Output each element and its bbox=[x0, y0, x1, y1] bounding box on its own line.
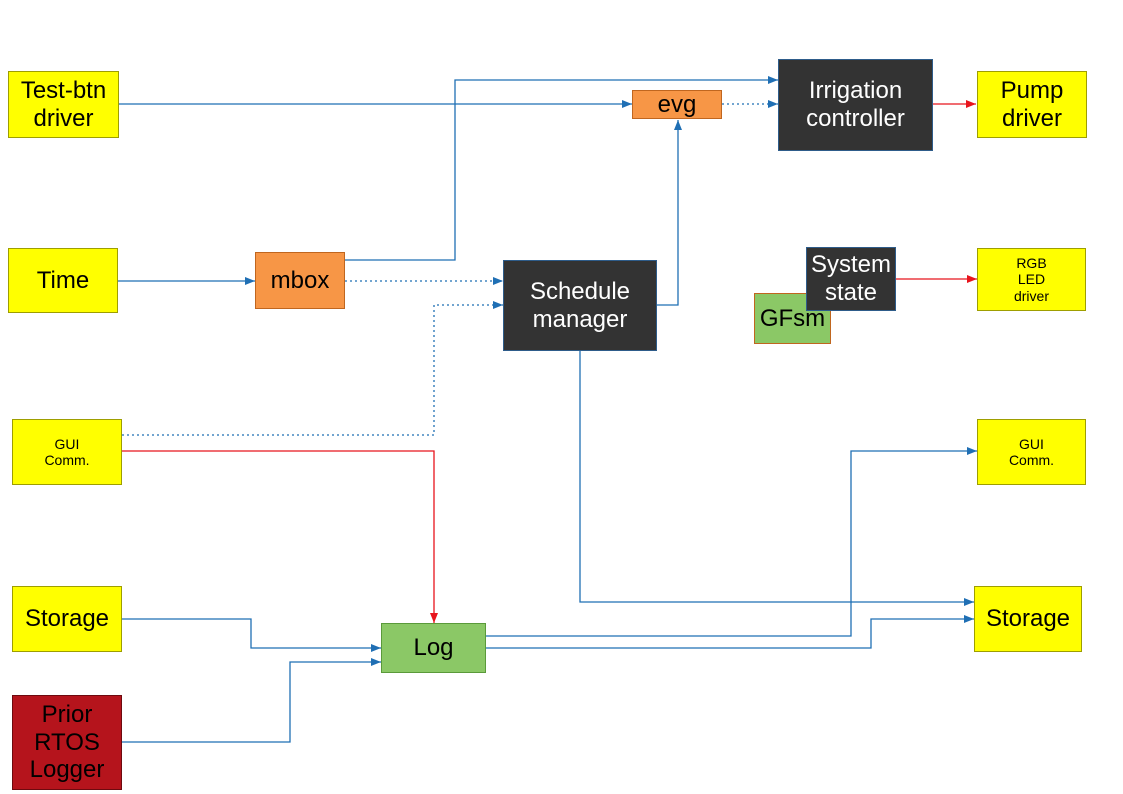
gui-comm-left-label: GUI Comm. bbox=[44, 435, 90, 468]
arrow-log-to-storage bbox=[486, 615, 974, 649]
gui-comm-right-label: GUI Comm. bbox=[1008, 435, 1055, 468]
test-btn-driver-label: Test-btn driver bbox=[20, 76, 107, 132]
prior-rtos-logger-block: Prior RTOS Logger bbox=[12, 695, 122, 790]
time-block: Time bbox=[8, 248, 118, 313]
log-label: Log bbox=[413, 634, 454, 662]
gui-comm-right-block: GUI Comm. bbox=[977, 419, 1086, 485]
rgb-led-driver-block: RGB LED driver bbox=[977, 248, 1086, 311]
gui-comm-left-block: GUI Comm. bbox=[12, 419, 122, 485]
arrow-rtos-to-log bbox=[122, 658, 381, 743]
arrow-schedule-to-storage bbox=[579, 351, 974, 606]
arrow-log-to-gui bbox=[486, 447, 977, 637]
irrigation-controller-label: Irrigation controller bbox=[806, 77, 905, 132]
prior-rtos-logger-label: Prior RTOS Logger bbox=[29, 701, 105, 784]
arrow-gui-to-log bbox=[122, 450, 438, 623]
system-state-block: System state bbox=[806, 247, 896, 311]
storage-left-block: Storage bbox=[12, 586, 122, 652]
rgb-led-driver-label: RGB LED driver bbox=[1013, 255, 1049, 304]
schedule-manager-block: Schedule manager bbox=[503, 260, 657, 351]
schedule-manager-label: Schedule manager bbox=[529, 277, 631, 333]
log-block: Log bbox=[381, 623, 486, 673]
arrow-storage-to-log bbox=[122, 618, 381, 652]
arrow-gui-to-schedule bbox=[122, 301, 503, 436]
pump-driver-label: Pump driver bbox=[1000, 76, 1064, 132]
pump-driver-block: Pump driver bbox=[977, 71, 1087, 138]
storage-right-block: Storage bbox=[974, 586, 1082, 652]
arrow-schedule-to-evg bbox=[657, 120, 682, 306]
irrigation-controller-block: Irrigation controller bbox=[778, 59, 933, 151]
evg-label: evg bbox=[657, 90, 697, 118]
mbox-block: mbox bbox=[255, 252, 345, 309]
system-state-label: System state bbox=[810, 251, 891, 306]
mbox-label: mbox bbox=[270, 266, 330, 294]
arrow-mbox-to-irrigation bbox=[345, 76, 778, 261]
test-btn-driver-block: Test-btn driver bbox=[8, 71, 119, 138]
storage-right-label: Storage bbox=[985, 605, 1071, 633]
evg-block: evg bbox=[632, 90, 722, 119]
time-label: Time bbox=[36, 266, 90, 294]
storage-left-label: Storage bbox=[24, 605, 110, 633]
